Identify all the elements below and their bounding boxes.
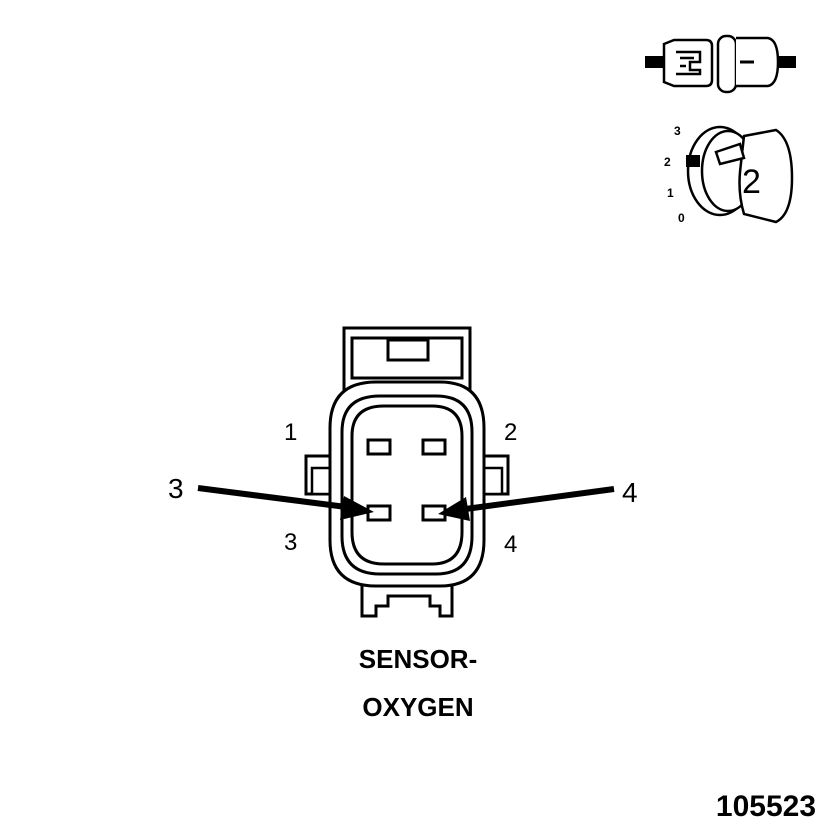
caption-line-2: OXYGEN: [362, 692, 473, 722]
key-value-label: 2: [742, 163, 761, 201]
key-position-label-3: 3: [674, 124, 681, 138]
key-position-marker: [686, 155, 700, 167]
key-position-label-1: 1: [667, 186, 674, 200]
callout-label-right: 4: [622, 477, 638, 508]
pin-slot-1: [366, 438, 392, 456]
key-position-icon: 3 2 1 0 2: [664, 124, 794, 225]
pin-label-3: 3: [284, 529, 297, 556]
key-position-label-2: 2: [664, 155, 671, 169]
pin-slot-3: [366, 504, 392, 522]
callout-arrow-right: [438, 486, 615, 521]
connector-outer-body: [328, 380, 486, 588]
connector-face: [304, 326, 510, 618]
pin-label-4: 4: [504, 531, 517, 558]
key-position-label-0: 0: [678, 211, 685, 225]
callout-arrow-left: [197, 485, 374, 520]
pin-label-1: 1: [284, 419, 297, 446]
caption-line-1: SENSOR-: [359, 644, 477, 674]
figure-number: 105523: [716, 790, 816, 823]
connector-icon: [645, 34, 796, 94]
pin-slot-2: [421, 438, 447, 456]
pin-label-2: 2: [504, 419, 517, 446]
callout-label-left: 3: [168, 473, 184, 504]
